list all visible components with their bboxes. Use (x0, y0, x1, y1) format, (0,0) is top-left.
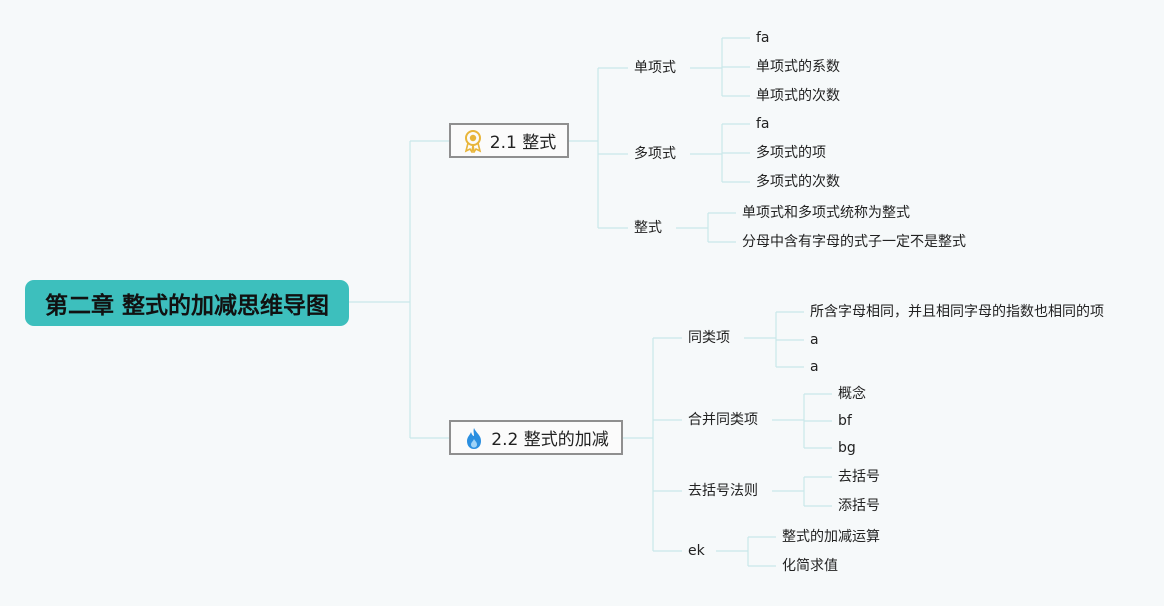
root-topic-label: 第二章 整式的加减思维导图 (44, 293, 329, 319)
leaf-monomial-2[interactable]: 单项式的系数 (756, 59, 840, 75)
leaf-integral-2[interactable]: 分母中含有字母的式子一定不是整式 (742, 234, 966, 250)
subtopic-bracket-rules[interactable]: 去括号法则 (688, 483, 758, 499)
leaf-integral-1[interactable]: 单项式和多项式统称为整式 (742, 205, 910, 221)
leaf-like-terms-3[interactable]: a (810, 359, 819, 375)
flame-icon (463, 426, 485, 450)
leaf-combine-3[interactable]: bg (838, 440, 856, 456)
award-medal-icon (462, 129, 484, 153)
leaf-monomial-1[interactable]: fa (756, 30, 770, 46)
subtopic-integral-expression[interactable]: 整式 (634, 220, 662, 236)
leaf-polynomial-3[interactable]: 多项式的次数 (756, 174, 840, 190)
root-topic[interactable]: 第二章 整式的加减思维导图 (25, 280, 349, 326)
leaf-combine-2[interactable]: bf (838, 413, 852, 429)
subtopic-polynomial[interactable]: 多项式 (634, 146, 676, 162)
leaf-ek-1[interactable]: 整式的加减运算 (782, 529, 880, 545)
leaf-polynomial-2[interactable]: 多项式的项 (756, 145, 826, 161)
topic-2-2[interactable]: 2.2 整式的加减 (449, 420, 623, 455)
leaf-bracket-1[interactable]: 去括号 (838, 469, 880, 485)
leaf-like-terms-1[interactable]: 所含字母相同，并且相同字母的指数也相同的项 (810, 304, 1104, 320)
topic-2-1[interactable]: 2.1 整式 (449, 123, 569, 158)
topic-2-1-label: 2.1 整式 (489, 133, 557, 153)
leaf-polynomial-1[interactable]: fa (756, 116, 770, 132)
subtopic-like-terms[interactable]: 同类项 (688, 330, 730, 346)
leaf-like-terms-2[interactable]: a (810, 332, 819, 348)
topic-2-2-label: 2.2 整式的加减 (491, 430, 609, 450)
leaf-monomial-3[interactable]: 单项式的次数 (756, 88, 840, 104)
leaf-ek-2[interactable]: 化简求值 (782, 558, 838, 574)
leaf-combine-1[interactable]: 概念 (838, 386, 866, 402)
leaf-bracket-2[interactable]: 添括号 (838, 498, 880, 514)
subtopic-ek[interactable]: ek (688, 543, 705, 559)
subtopic-monomial[interactable]: 单项式 (634, 60, 676, 76)
subtopic-combine-like-terms[interactable]: 合并同类项 (688, 412, 758, 428)
